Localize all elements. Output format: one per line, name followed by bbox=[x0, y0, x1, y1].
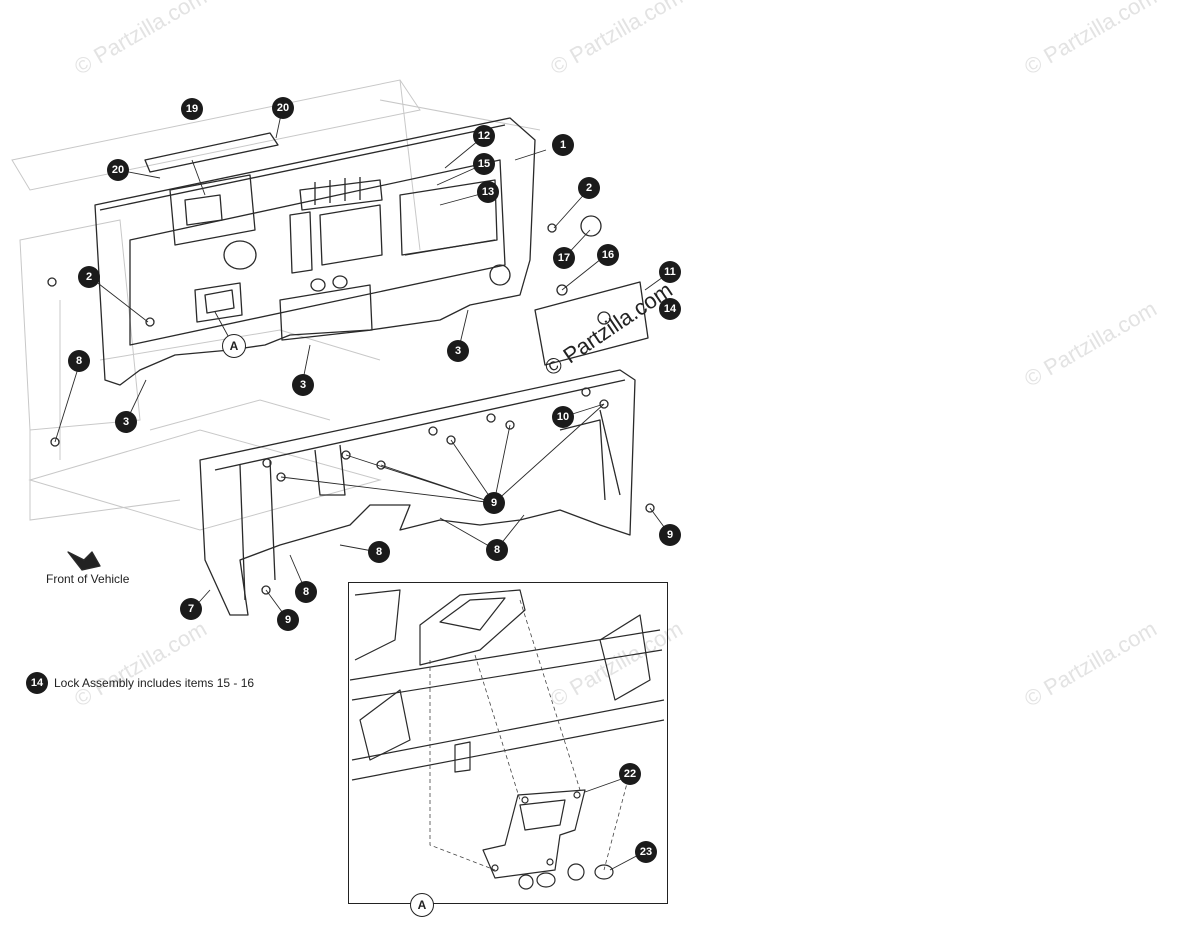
top-trim bbox=[144, 132, 279, 173]
callout-20: 20 bbox=[107, 159, 129, 181]
callout-9: 9 bbox=[483, 492, 505, 514]
callout-20: 20 bbox=[272, 97, 294, 119]
callout-10: 10 bbox=[552, 406, 574, 428]
callout-2: 2 bbox=[578, 177, 600, 199]
callout-16: 16 bbox=[597, 244, 619, 266]
callout-22: 22 bbox=[619, 763, 641, 785]
callout-17: 17 bbox=[553, 247, 575, 269]
note-callout-14: 14 bbox=[26, 672, 48, 694]
callout-3: 3 bbox=[447, 340, 469, 362]
callout-8: 8 bbox=[68, 350, 90, 372]
detail-a-frame bbox=[348, 582, 668, 904]
callout-14: 14 bbox=[659, 298, 681, 320]
detail-a-ref: A bbox=[222, 334, 246, 358]
callout-23: 23 bbox=[635, 841, 657, 863]
lower-dash-panel bbox=[199, 369, 636, 616]
callout-19: 19 bbox=[181, 98, 203, 120]
callout-8: 8 bbox=[295, 581, 317, 603]
callout-8: 8 bbox=[486, 539, 508, 561]
callout-3: 3 bbox=[292, 374, 314, 396]
upper-dash-panel bbox=[94, 117, 536, 386]
callout-13: 13 bbox=[477, 181, 499, 203]
callout-8: 8 bbox=[368, 541, 390, 563]
detail-a-label: A bbox=[410, 893, 434, 917]
glovebox-door bbox=[534, 281, 649, 366]
front-of-vehicle-label: Front of Vehicle bbox=[46, 572, 130, 586]
callout-9: 9 bbox=[659, 524, 681, 546]
callout-2: 2 bbox=[78, 266, 100, 288]
callout-9: 9 bbox=[277, 609, 299, 631]
note-text: Lock Assembly includes items 15 - 16 bbox=[54, 676, 255, 690]
callout-12: 12 bbox=[473, 125, 495, 147]
lock-assembly-note: 14 Lock Assembly includes items 15 - 16 bbox=[26, 672, 254, 694]
lock-bracket bbox=[482, 789, 586, 879]
callout-1: 1 bbox=[552, 134, 574, 156]
callout-3: 3 bbox=[115, 411, 137, 433]
callout-15: 15 bbox=[473, 153, 495, 175]
callout-11: 11 bbox=[659, 261, 681, 283]
callout-7: 7 bbox=[180, 598, 202, 620]
